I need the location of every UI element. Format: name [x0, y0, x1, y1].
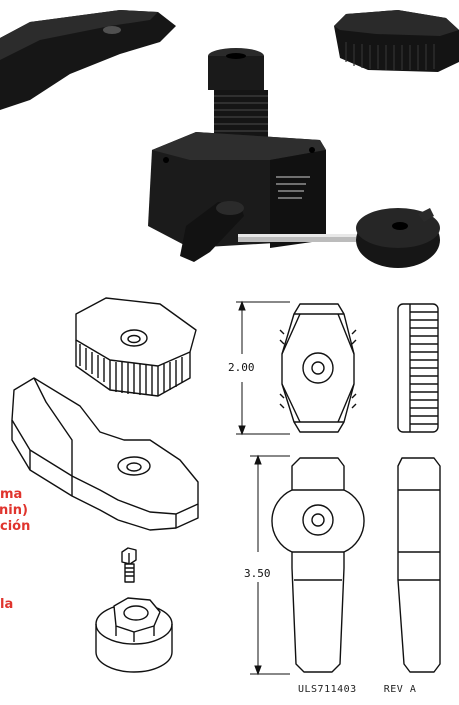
- technical-drawing: [0, 290, 459, 705]
- front-view-lever: [271, 457, 365, 673]
- photo-lever-handle-left: [0, 10, 176, 110]
- dimension-label-knob-height: 2.00: [228, 361, 255, 374]
- caption-fragment-4: la: [0, 597, 14, 612]
- iso-nut-cap: [95, 597, 173, 673]
- photo-valve-body: [148, 48, 326, 248]
- caption-fragment-2: nin): [0, 503, 28, 518]
- side-view-knob: [397, 303, 439, 433]
- product-photo: [0, 0, 459, 290]
- photo-knob-right: [334, 10, 459, 72]
- caption-fragment-3: ción: [0, 519, 31, 534]
- side-view-lever: [397, 457, 441, 673]
- dimension-label-lever-height: 3.50: [244, 567, 271, 580]
- revision-label: REV A: [383, 684, 417, 695]
- drawing-number: ULS711403: [298, 684, 357, 695]
- iso-knob: [75, 297, 197, 397]
- iso-screw: [121, 547, 137, 583]
- front-view-knob: [279, 303, 357, 433]
- drawing-footer: ULS711403 REV A: [298, 684, 416, 695]
- photo-lever-small: [180, 201, 440, 268]
- iso-lever: [11, 377, 199, 531]
- caption-fragment-1: ma: [0, 487, 23, 502]
